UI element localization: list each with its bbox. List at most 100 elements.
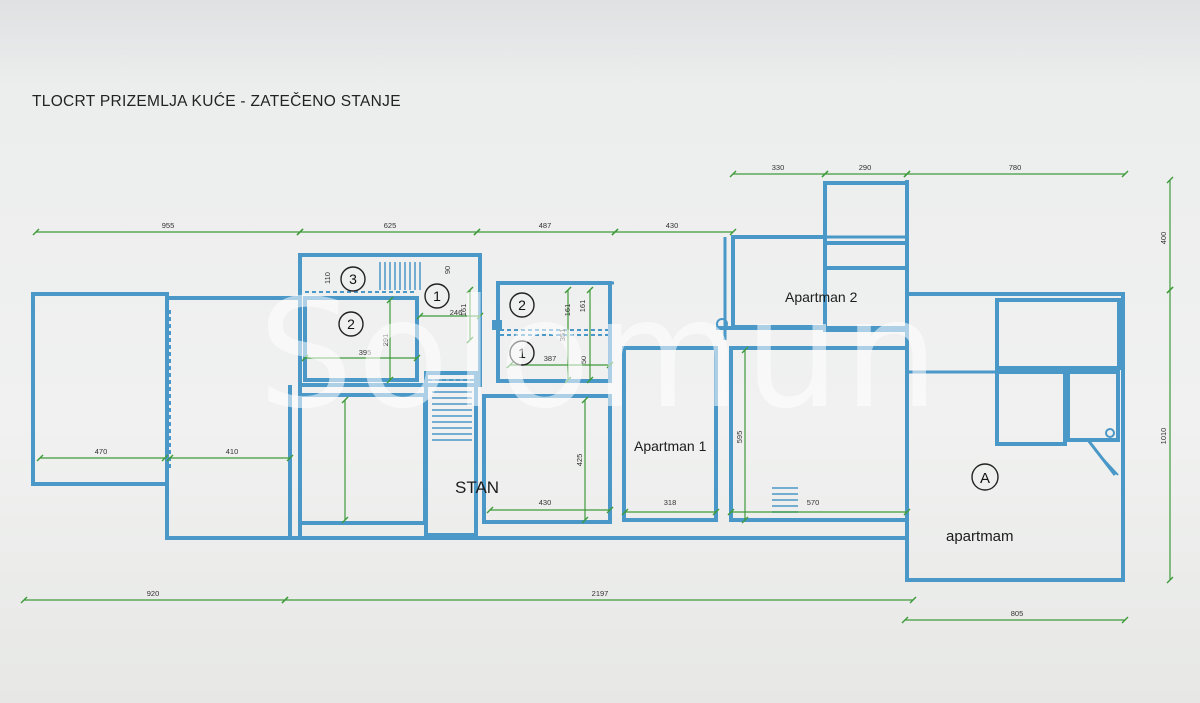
room-label-stan: STAN [455,478,500,497]
dimension-value: 318 [664,498,677,507]
dimension-tick [466,336,474,344]
dimension-value: 110 [323,272,332,284]
dimension-tick [166,454,174,462]
dimension-tick [296,228,304,236]
column-fixture [716,318,728,330]
dimension-tick [586,376,594,384]
room-marker-circle [509,292,535,318]
dimension-tick [741,516,749,524]
dimension-value: 487 [539,221,552,230]
dimension-value: 387 [544,354,557,363]
dimension-tick [727,508,735,516]
dimension-tick [1121,616,1129,624]
dimension-tick [473,228,481,236]
dimension-tick [486,506,494,514]
dimension-value: 2197 [592,589,609,598]
dimension-tick [909,596,917,604]
dimension-value: 395 [359,348,372,357]
room-marker-number: 1 [518,345,526,361]
dimension-tick [903,170,911,178]
dimension-tick [821,170,829,178]
dimension-tick [581,396,589,404]
dimension-tick [341,396,349,404]
dimension-value: 595 [735,431,744,444]
dimension-value: 410 [226,447,239,456]
wall-room [823,181,909,245]
room-marker-a-letter: A [980,470,990,487]
dimension-tick [581,516,589,524]
wall-room [995,298,1121,370]
room-marker-circle [338,311,364,337]
dimension-tick [466,286,474,294]
dimension-value: 291 [381,334,390,347]
fixture-circle [1105,428,1115,438]
wall-room [303,296,419,382]
dimension-tick [36,454,44,462]
dimension-tick [413,354,421,362]
room-marker-circle [509,340,535,366]
walls [31,180,1125,582]
plan-title: TLOCRT PRIZEMLJA KUĆE - ZATEČENO STANJE [32,93,401,110]
dimension-tick [606,506,614,514]
dimension-tick [1166,286,1174,294]
dimension-tick [506,361,514,369]
room-marker-circle [340,266,366,292]
dimension-value: 470 [95,447,108,456]
dimension-tick [621,508,629,516]
dimension-value: 625 [384,221,397,230]
dimension-value: 400 [1159,232,1168,245]
dimension-tick [281,596,289,604]
dimension-tick [301,354,309,362]
dimension-value: 290 [859,163,872,172]
dimension-tick [1166,176,1174,184]
dimension-value: 805 [1011,609,1024,618]
dimension-value: 920 [147,589,160,598]
room-label-apartman-2: Apartman 2 [785,289,858,305]
dimension-tick [903,508,911,516]
dimension-tick [416,312,424,320]
dimension-tick [386,376,394,384]
dimension-value: 161 [563,304,572,317]
dimension-tick [20,596,28,604]
dimension-value: 955 [162,221,175,230]
dimension-tick [901,616,909,624]
watermark-logo: Solomun [258,268,943,442]
room-marker-number: 1 [433,288,441,304]
dimension-tick [341,516,349,524]
dimension-tick [729,228,737,236]
dimension-tick [741,346,749,354]
dimension-tick [1121,170,1129,178]
wall-segment [1094,449,1119,476]
dimension-value: 90 [443,266,452,274]
dimension-tick [32,228,40,236]
room-marker-number: 2 [347,316,355,332]
dimension-value: 50 [579,356,588,364]
dimension-value: 430 [539,498,552,507]
dimension-value: 570 [807,498,820,507]
dimension-tick [729,170,737,178]
room-marker-circle [424,283,450,309]
dimension-value: 161 [578,300,587,313]
wall-room [1066,370,1120,442]
dimension-tick [286,454,294,462]
dimension-tick [1166,576,1174,584]
dimension-value: 161 [459,304,468,317]
dimension-value: 425 [575,454,584,467]
wall-room [905,292,1125,582]
shaft-fixture [492,320,502,330]
dimension-lines [20,170,1174,624]
dimension-value: 780 [1009,163,1022,172]
dimension-tick [586,286,594,294]
dimension-tick [606,361,614,369]
room-label-apartmam: apartmam [946,528,1014,545]
dimension-value: 330 [772,163,785,172]
dimension-tick [611,228,619,236]
dimension-tick [564,286,572,294]
room-marker-a-circle [971,463,999,491]
room-marker-number: 2 [518,297,526,313]
wall-room [424,371,478,537]
